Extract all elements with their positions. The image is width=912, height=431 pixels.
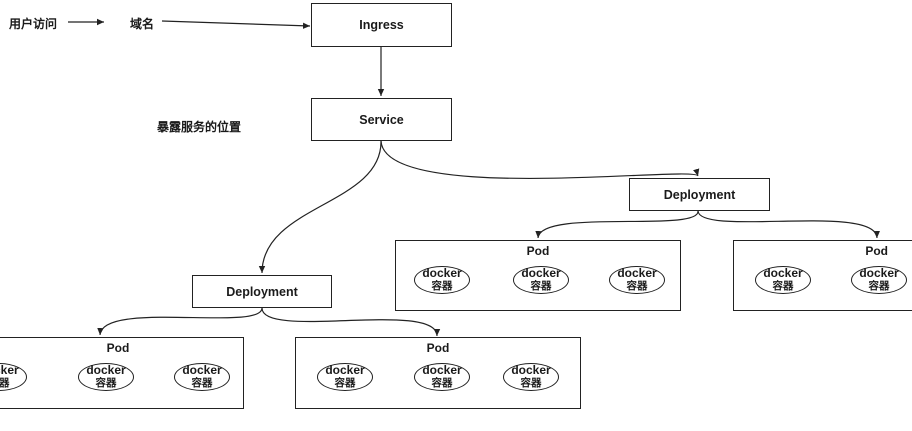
container-type: 容器 — [520, 377, 542, 389]
docker-container: docker 容器 — [851, 266, 907, 294]
curve-deployment-right-to-pod-3 — [535, 210, 699, 239]
pod-box-3: Pod docker 容器 docker 容器 docker 容器 — [395, 240, 681, 311]
curve-deployment-left-to-pod-2 — [261, 307, 441, 337]
curve-service-to-deployment-left — [258, 140, 382, 274]
container-type: 容器 — [0, 377, 10, 389]
container-name: docker — [422, 266, 462, 280]
container-type: 容器 — [191, 377, 213, 389]
container-name: docker — [763, 266, 803, 280]
container-name: docker — [86, 363, 126, 377]
ingress-node: Ingress — [311, 3, 452, 47]
container-name: docker — [859, 266, 899, 280]
container-name: docker — [182, 363, 222, 377]
container-name: docker — [511, 363, 551, 377]
docker-container: docker 容器 — [513, 266, 569, 294]
docker-container: docker 容器 — [174, 363, 230, 391]
container-type: 容器 — [530, 280, 552, 292]
container-type: 容器 — [431, 377, 453, 389]
container-name: docker — [0, 363, 19, 377]
pod-box-2: Pod docker 容器 docker 容器 docker 容器 — [295, 337, 581, 409]
pod-title: Pod — [106, 341, 130, 355]
container-type: 容器 — [626, 280, 648, 292]
pod-title: Pod — [426, 341, 450, 355]
user-access-label: 用户访问 — [9, 17, 58, 31]
deployment-node-left: Deployment — [192, 275, 332, 308]
docker-container: docker 容器 — [0, 363, 27, 391]
curve-deployment-right-to-pod-4 — [697, 210, 880, 239]
container-name: docker — [422, 363, 462, 377]
container-name: docker — [521, 266, 561, 280]
container-type: 容器 — [772, 280, 794, 292]
arrow-domain-to-ingress — [161, 20, 311, 29]
pod-title: Pod — [865, 244, 888, 258]
pod-box-4: Pod docker 容器 docker 容器 docker 容器 — [733, 240, 912, 311]
curve-service-to-deployment-right — [380, 140, 700, 179]
pod-title: Pod — [526, 244, 550, 258]
container-name: docker — [617, 266, 657, 280]
container-type: 容器 — [431, 280, 453, 292]
container-type: 容器 — [868, 280, 890, 292]
docker-container: docker 容器 — [78, 363, 134, 391]
docker-container: docker 容器 — [414, 266, 470, 294]
domain-label: 域名 — [130, 17, 155, 31]
docker-container: docker 容器 — [414, 363, 470, 391]
container-type: 容器 — [334, 377, 356, 389]
expose-service-note: 暴露服务的位置 — [157, 120, 242, 134]
service-node: Service — [311, 98, 452, 141]
container-type: 容器 — [95, 377, 117, 389]
curve-deployment-left-to-pod-1 — [97, 307, 263, 336]
deployment-node-right: Deployment — [629, 178, 770, 211]
docker-container: docker 容器 — [317, 363, 373, 391]
docker-container: docker 容器 — [755, 266, 811, 294]
pod-box-1: Pod docker 容器 docker 容器 docker 容器 — [0, 337, 244, 409]
docker-container: docker 容器 — [503, 363, 559, 391]
container-name: docker — [325, 363, 365, 377]
docker-container: docker 容器 — [609, 266, 665, 294]
